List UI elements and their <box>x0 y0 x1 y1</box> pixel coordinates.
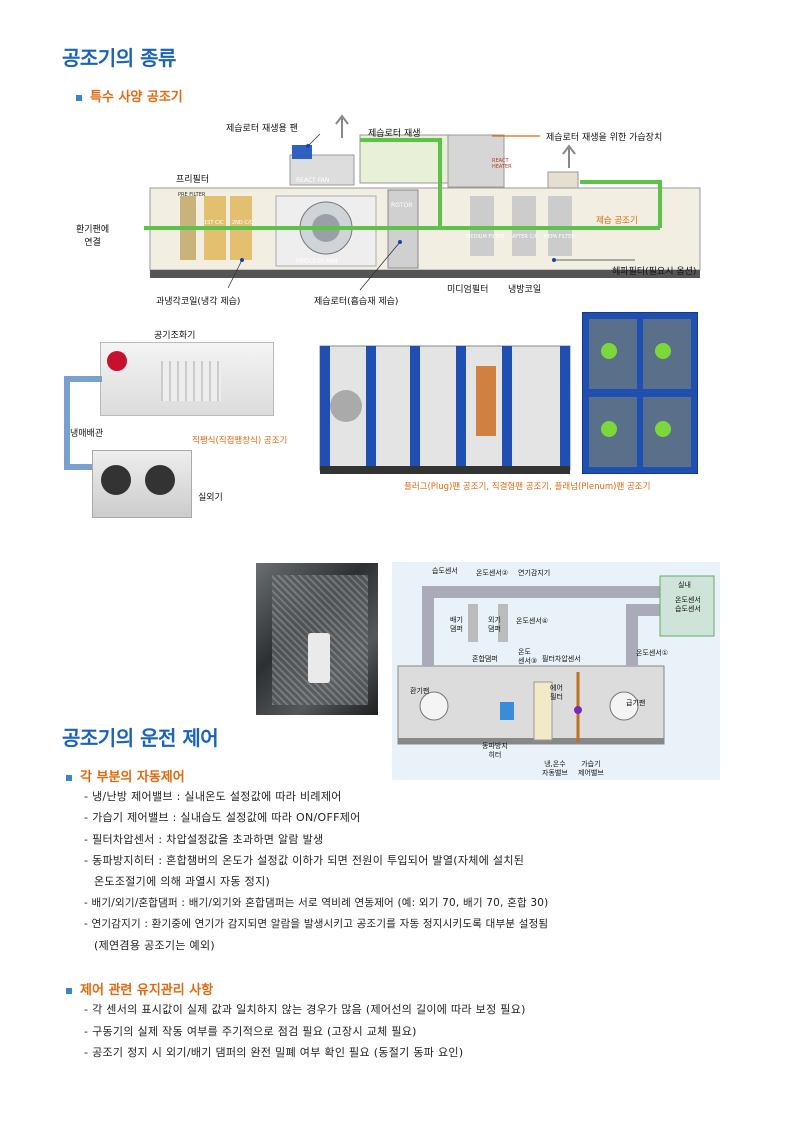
label-medium-filter: 미디엄필터 <box>447 285 489 295</box>
label-humidifier-valve: 가습기 제어밸브 <box>578 760 604 777</box>
bullet-square-icon <box>76 94 82 101</box>
label-air-filter: 에어 필터 <box>550 684 563 701</box>
label-direct-expansion: 직팽식(직접팽창식) 공조기 <box>192 436 288 446</box>
subsection-auto: 각 부분의 자동제어 <box>66 766 185 785</box>
plenum-fan-photo <box>582 312 698 474</box>
subsection-special-label: 특수 사양 공조기 <box>90 90 183 105</box>
label-hot-cold-valve: 냉,온수 자동밸브 <box>542 760 568 777</box>
auto-item: - 연기감지기 : 환기중에 연기가 감지되면 알람을 발생시키고 공조기를 자… <box>84 918 549 930</box>
label-outdoor-damper: 외기 댐퍼 <box>488 616 501 633</box>
plate-react-fan: REACT FAN <box>296 177 330 184</box>
label-refrigerant-pipe: 냉매배관 <box>70 429 104 439</box>
lg-logo-icon <box>107 351 127 371</box>
bullet-square-icon <box>66 987 72 994</box>
auto-item-cont: (제연겸용 공조기는 예외) <box>94 939 215 952</box>
label-regen: 제습로터 재생 <box>368 129 421 139</box>
label-humidifier: 제습로터 재생을 위한 가습장치 <box>546 133 663 143</box>
label-temp-sensor-2: 온도센서② <box>476 569 509 577</box>
plate-after-cc: AFTER C/C <box>512 234 539 240</box>
ahu-photo <box>100 342 274 416</box>
plate-2nd-cc: 2ND C/C <box>232 220 254 226</box>
label-ahu: 공기조화기 <box>154 331 196 341</box>
label-temp-sensor-3: 온도 센서③ <box>518 648 538 665</box>
plug-fan-ahu-photo <box>316 326 574 478</box>
plate-1st-cc: 1ST C/C <box>204 220 224 226</box>
control-diagram: 습도센서 온도센서② 연기감지기 실내 온도센서 습도센서 배기 댐퍼 외기 댐… <box>392 562 720 780</box>
label-vent-connect: 환기팬에 연결 <box>76 225 110 248</box>
auto-item-cont: 온도조절기에 의해 과열시 자동 정지) <box>94 875 271 888</box>
subsection-special: 특수 사양 공조기 <box>76 86 183 105</box>
plate-rotor: ROTOR <box>391 202 413 209</box>
label-temp-sensor-4: 온도센서④ <box>516 617 549 625</box>
filter-measurement-photo <box>256 563 378 715</box>
label-exhaust-damper: 배기 댐퍼 <box>450 616 463 633</box>
outdoor-unit-photo <box>92 450 192 518</box>
label-hepa: 헤파필터(필요시 옵션) <box>612 267 697 277</box>
label-antifreeze-heater: 동파방지 히터 <box>482 742 508 759</box>
plate-hepa-filter: HEPA FILTER <box>544 234 575 240</box>
maint-item: - 각 센서의 표시값이 실제 값과 일치하지 않는 경우가 많음 (제어선의 … <box>84 1003 526 1016</box>
plate-react-heater: REACT HEATER <box>492 158 512 170</box>
plate-pre-filter: PRE FILTER <box>178 192 206 198</box>
label-room: 실내 <box>678 581 691 589</box>
subsection-maint: 제어 관련 유지관리 사항 <box>66 979 213 998</box>
label-outdoor-unit: 실외기 <box>198 493 223 503</box>
subsection-maint-label: 제어 관련 유지관리 사항 <box>80 983 214 998</box>
auto-item: - 냉/난방 제어밸브 : 실내온도 설정값에 따라 비례제어 <box>84 790 342 803</box>
auto-item: - 필터차압센서 : 차압설정값을 초과하면 알람 발생 <box>84 833 324 846</box>
auto-item: - 배기/외기/혼합댐퍼 : 배기/외기와 혼합댐퍼는 서로 역비례 연동제어 … <box>84 897 549 909</box>
maint-item: - 공조기 정지 시 외기/배기 댐퍼의 완전 밀폐 여부 확인 필요 (동절기… <box>84 1046 464 1059</box>
label-dehum-ahu: 제습 공조기 <box>596 216 638 226</box>
auto-item: - 동파방지히터 : 혼합챔버의 온도가 설정값 이하가 되면 전원이 투입되어… <box>84 854 525 867</box>
label-prefilter: 프리필터 <box>176 175 210 185</box>
section-title-types: 공조기의 종류 <box>62 46 176 70</box>
refrigerant-pipe-graphic <box>64 376 70 470</box>
label-plug-fan-caption: 플러그(Plug)팬 공조기, 직결형팬 공조기, 플래넘(Plenum)팬 공… <box>404 482 651 492</box>
section-title-control: 공조기의 운전 제어 <box>62 726 219 750</box>
bullet-square-icon <box>66 774 72 781</box>
label-rotor: 제습로터(흡습재 제습) <box>314 297 399 307</box>
label-cooling-coil: 냉방코일 <box>508 285 542 295</box>
label-regen-fan: 제습로터 재생용 팬 <box>226 124 298 134</box>
label-humidity-sensor: 습도센서 <box>432 567 458 575</box>
subsection-auto-label: 각 부분의 자동제어 <box>80 770 185 785</box>
label-return-fan: 환기팬 <box>410 687 430 695</box>
label-overcool-coil: 과냉각코일(냉각 제습) <box>156 297 241 307</box>
plate-process-fan: PROCESS FAN <box>296 258 338 265</box>
special-ahu-diagram: REACT FAN ROTOR PROCESS FAN REACT HEATER… <box>60 110 740 310</box>
label-filter-dp: 필터차압센서 <box>542 655 581 663</box>
label-supply-fan: 급기팬 <box>626 699 646 707</box>
maint-item: - 구동기의 실제 작동 여부를 주기적으로 점검 필요 (고장시 교체 필요) <box>84 1025 417 1038</box>
label-temp-sensor-1: 온도센서① <box>636 649 669 657</box>
label-smoke-detector: 연기감지기 <box>518 569 551 577</box>
label-mix-damper: 혼합댐퍼 <box>472 655 498 663</box>
label-room-sensors: 온도센서 습도센서 <box>675 596 701 613</box>
plate-medium-filter: MEDIUM FILTER <box>466 234 505 240</box>
auto-item: - 가습기 제어밸브 : 실내습도 설정값에 따라 ON/OFF제어 <box>84 811 361 824</box>
